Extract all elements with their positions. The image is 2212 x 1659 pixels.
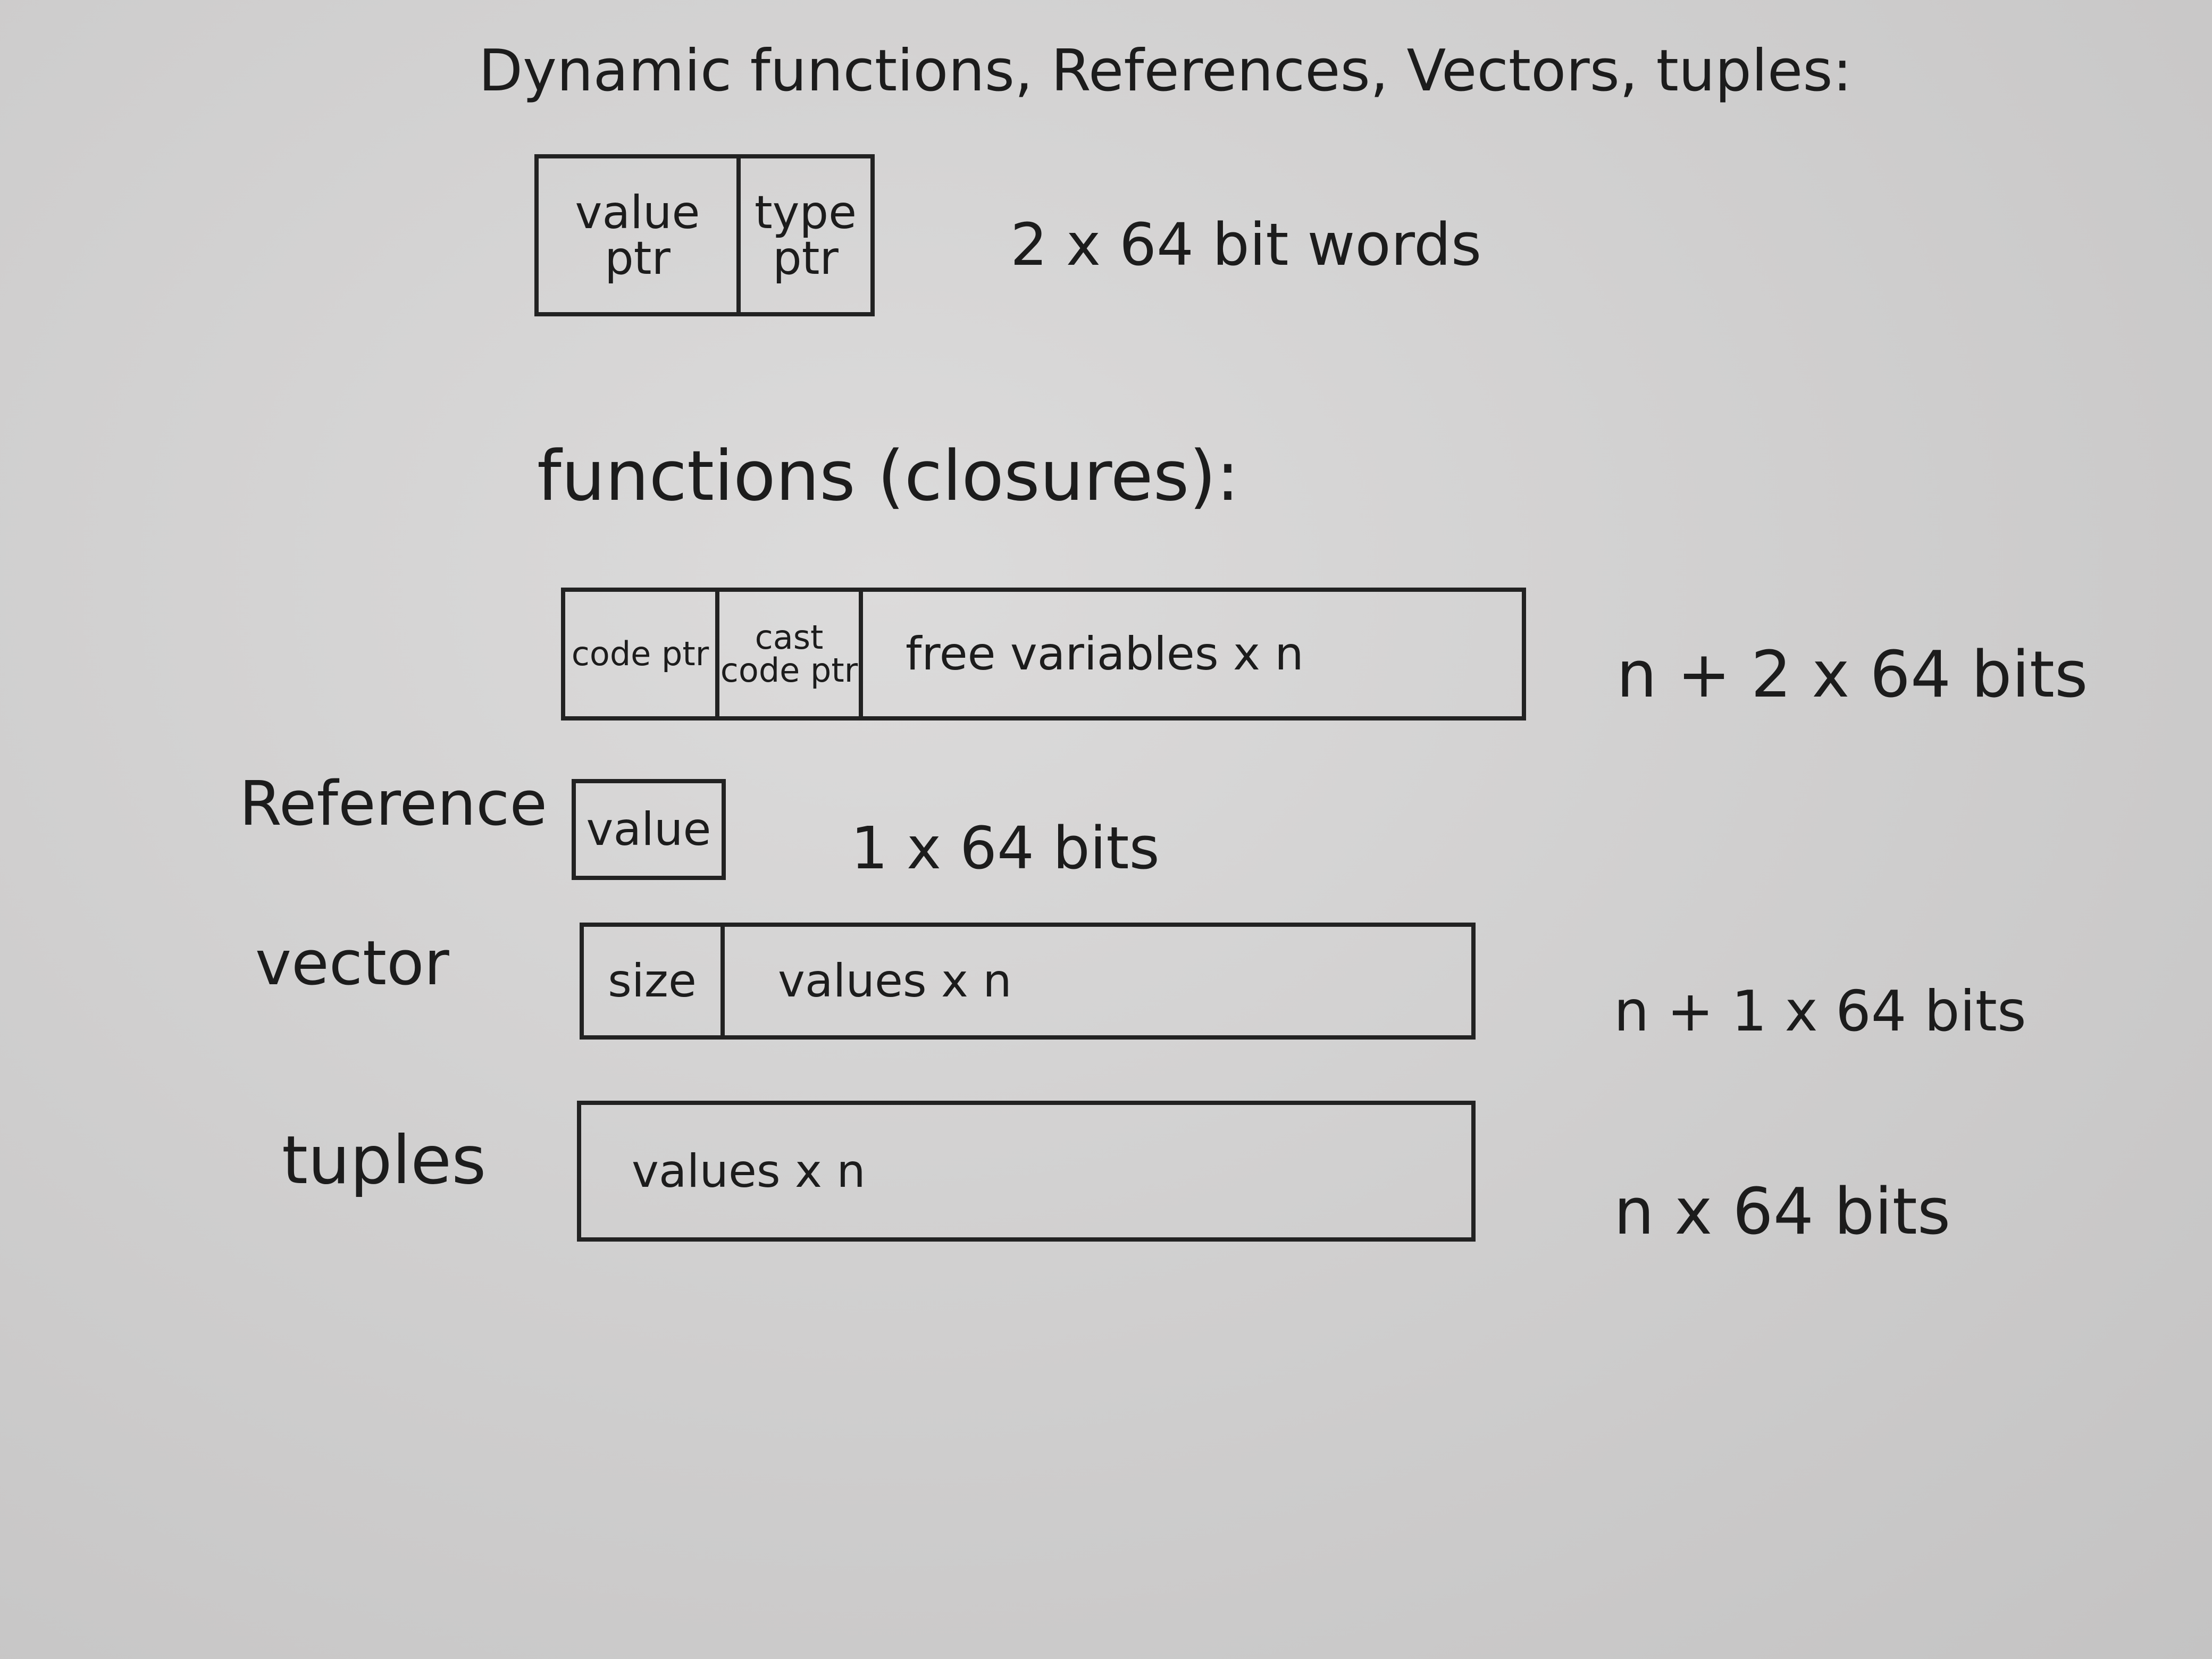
type-ptr-cell: type ptr [741, 158, 870, 312]
free-variables-cell: free variables x n [863, 592, 1522, 716]
functions-heading: functions (closures): [537, 435, 1239, 516]
reference-value-cell: value [576, 783, 722, 876]
closure-size-label: n + 2 x 64 bits [1616, 638, 2088, 712]
vector-size-cell: size [584, 927, 725, 1035]
tuples-values-label: values x n [632, 1144, 866, 1198]
code-ptr-cell: code ptr [565, 592, 719, 716]
dynamic-value-box: value ptr type ptr [534, 154, 875, 316]
type-ptr-label: type ptr [754, 186, 857, 285]
vector-box: size values x n [580, 923, 1476, 1040]
page-title: Dynamic functions, References, Vectors, … [479, 38, 1853, 104]
vector-values-label: values x n [778, 954, 1012, 1008]
closure-box: code ptr cast code ptr free variables x … [561, 588, 1526, 720]
vector-values-cell: values x n [725, 927, 1471, 1035]
value-ptr-label: value ptr [575, 186, 700, 285]
tuples-values-cell: values x n [581, 1105, 1471, 1237]
reference-label: Reference [239, 768, 548, 840]
reference-box: value [572, 779, 726, 880]
tuples-box: values x n [577, 1101, 1476, 1242]
cast-code-ptr-cell: cast code ptr [719, 592, 863, 716]
tuples-size-label: n x 64 bits [1614, 1175, 1951, 1249]
cast-code-ptr-label: cast code ptr [720, 618, 858, 690]
dynamic-size-label: 2 x 64 bit words [1010, 211, 1482, 279]
vector-size-cell-label: size [608, 954, 697, 1008]
tuples-label: tuples [282, 1122, 487, 1199]
vector-label: vector [255, 928, 449, 999]
free-variables-label: free variables x n [906, 627, 1304, 681]
code-ptr-label: code ptr [571, 634, 709, 673]
reference-value-label: value [586, 803, 711, 856]
reference-size-label: 1 x 64 bits [851, 814, 1160, 882]
erased-residue [21, 1170, 40, 1238]
vector-size-label: n + 1 x 64 bits [1614, 979, 2026, 1044]
value-ptr-cell: value ptr [539, 158, 741, 312]
